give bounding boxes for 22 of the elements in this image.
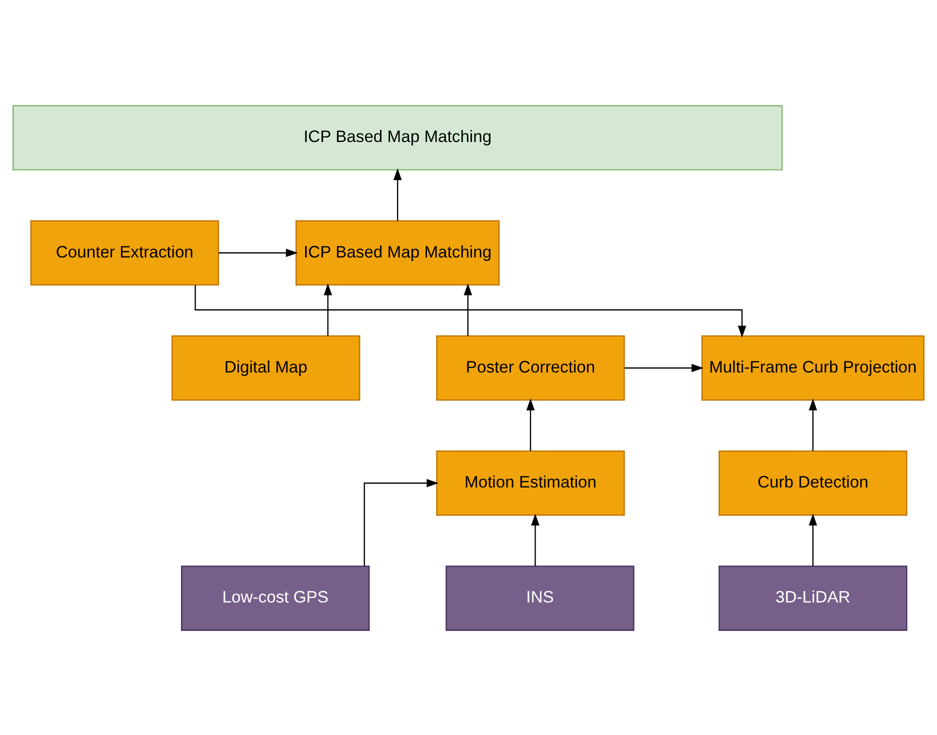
arrow [324, 282, 332, 336]
arrow [624, 363, 704, 372]
node-box: Motion Estimation [436, 450, 625, 516]
node-box: Curb Detection [718, 450, 908, 516]
node-box: 3D-LiDAR [718, 565, 908, 630]
node-box: Counter Extraction [30, 220, 219, 286]
node-box: Poster Correction [436, 334, 625, 400]
arrow [808, 398, 818, 451]
arrow [393, 168, 402, 220]
arrow [218, 248, 298, 257]
arrow [194, 284, 746, 338]
node-box: Low-cost GPS [181, 565, 370, 630]
node-box: ICP Based Map Matching [296, 220, 500, 286]
arrow [464, 282, 472, 336]
arrow [531, 513, 540, 566]
node-box: Multi-Frame Curb Projection [701, 334, 924, 400]
node-box: Digital Map [172, 334, 360, 400]
node-box: ICP Based Map Matching [12, 104, 783, 170]
arrow [526, 398, 535, 451]
arrow [364, 478, 439, 566]
node-box: INS [446, 565, 634, 630]
arrow [808, 513, 818, 566]
